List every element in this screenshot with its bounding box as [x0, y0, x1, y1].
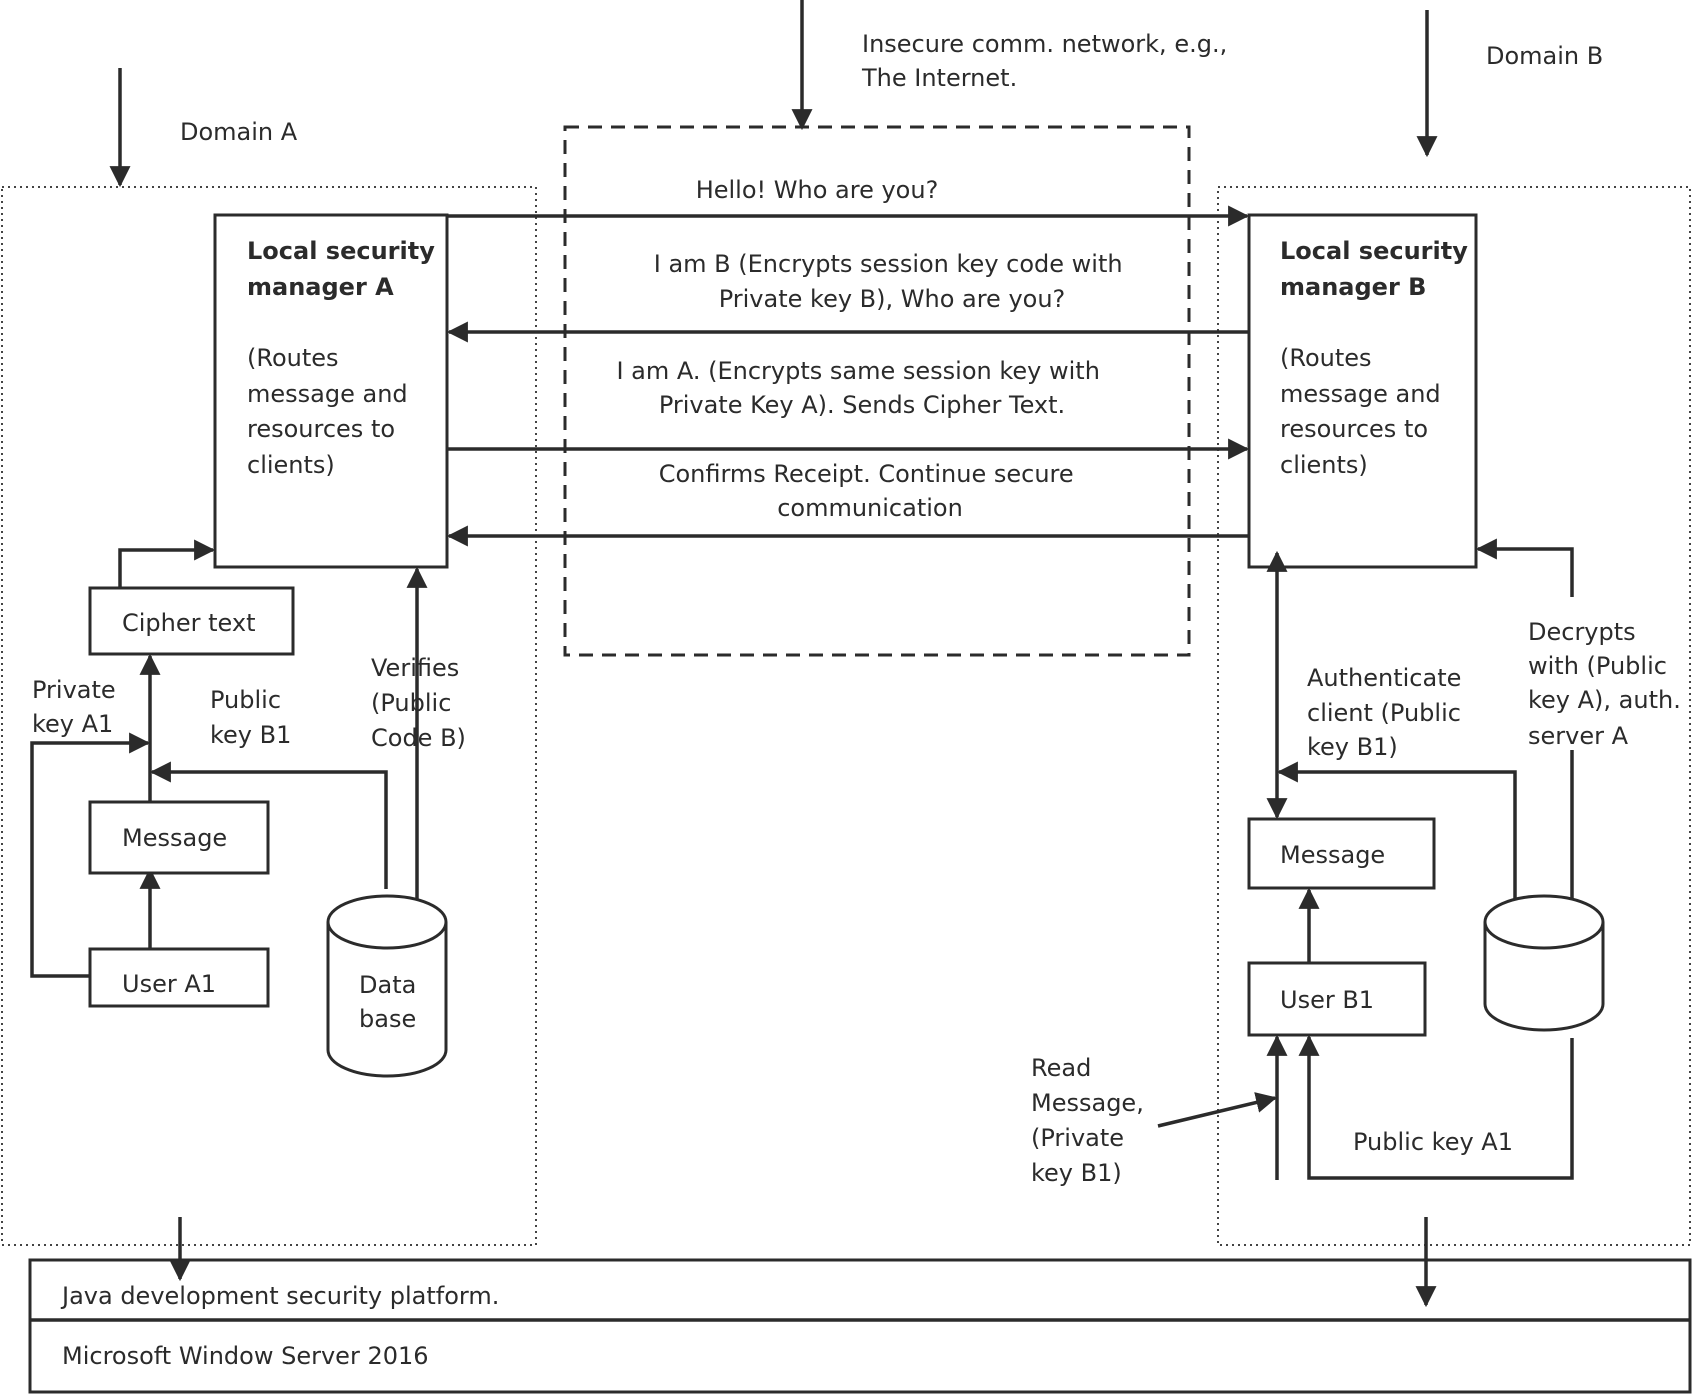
public-key-a1-path — [1298, 1034, 1574, 1180]
public-key-a1-label: Public key A1 — [1353, 1128, 1513, 1156]
message-b-label: Message — [1280, 841, 1385, 869]
message-a-box — [88, 800, 270, 875]
domain-b-label: Domain B — [1486, 42, 1603, 70]
msg3-label: I am A. (Encrypts same session key with … — [616, 357, 1107, 419]
local-security-manager-a-box — [213, 213, 449, 569]
lsm-b-description: (Routes message and resources to clients… — [1280, 344, 1448, 479]
user-a1-label: User A1 — [122, 970, 216, 998]
msg2-label: I am B (Encrypts session key code with P… — [654, 250, 1130, 313]
database-a-label: Data base — [359, 971, 424, 1033]
domain-b-region — [1217, 186, 1691, 1246]
lsm-a-description: (Routes message and resources to clients… — [247, 344, 415, 479]
read-message-label: Read Message, (Private key B1) — [1031, 1054, 1151, 1187]
message-b-box — [1247, 817, 1436, 890]
cipher-text-box — [88, 586, 295, 656]
user-b1-label: User B1 — [1280, 986, 1374, 1014]
database-a-top — [326, 894, 448, 950]
java-platform-label: Java development security platform. — [60, 1282, 499, 1310]
database-b-top — [1483, 894, 1605, 950]
cipher-text-label: Cipher text — [122, 609, 256, 637]
user-b1-box — [1247, 961, 1427, 1037]
database-b-cylinder — [1483, 922, 1605, 1032]
platform-stack — [28, 1258, 1692, 1394]
cipher-to-manager-arrow — [118, 539, 216, 588]
public-key-b1-line-b — [1276, 761, 1517, 918]
database-a-cylinder — [326, 922, 448, 1078]
local-security-manager-b-box — [1247, 213, 1478, 569]
verifies-label: Verifies (Public Code B) — [371, 654, 467, 752]
domain-a-label: Domain A — [180, 118, 298, 146]
insecure-network-label: Insecure comm. network, e.g., The Intern… — [861, 30, 1235, 92]
insecure-network-region — [563, 125, 1191, 657]
authenticate-label: Authenticate client (Public key B1) — [1307, 664, 1469, 761]
private-key-a1-loop — [30, 732, 151, 978]
msg4-label: Confirms Receipt. Continue secure commun… — [659, 460, 1082, 522]
user-a1-box — [88, 947, 270, 1008]
decrypts-label: Decrypts with (Public key A), auth. serv… — [1528, 618, 1689, 750]
decrypts-arrow — [1475, 538, 1574, 597]
read-message-pointer — [1157, 1092, 1278, 1128]
lsm-a-title: Local security manager A — [247, 237, 443, 301]
public-key-b1-line-a — [149, 761, 388, 889]
lsm-b-title: Local security manager B — [1280, 237, 1476, 301]
domain-a-region — [1, 186, 537, 1246]
windows-server-label: Microsoft Window Server 2016 — [62, 1342, 429, 1370]
msg1-label: Hello! Who are you? — [696, 176, 939, 204]
message-a-label: Message — [122, 824, 227, 852]
public-key-b1-label: Public key B1 — [210, 686, 291, 749]
private-key-a1-label: Private key A1 — [32, 676, 123, 738]
